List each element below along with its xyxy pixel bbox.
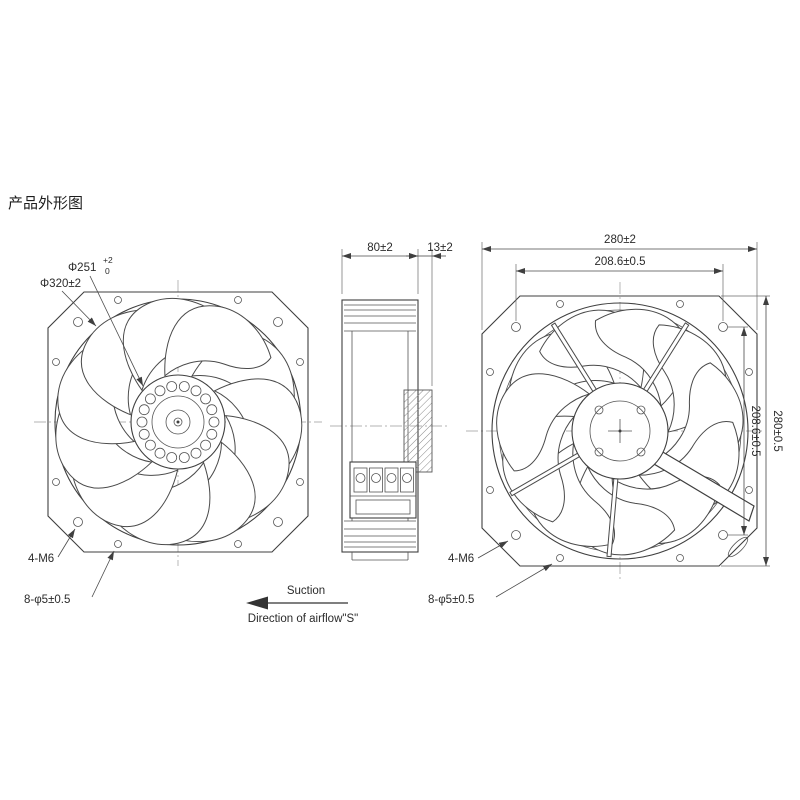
front-inner-dia-leader [89,275,144,387]
front-m6-label: 4-M6 [28,553,54,565]
hub-center-point [176,420,180,424]
terminal-block [349,461,417,519]
side-view: 80±2 13±2 Suction Direction of airflow"S… [246,242,453,625]
rear-mounting-holes-m6 [511,322,728,540]
rear-view: 280±2 208.6±0.5 208.6±0.5 280±0.5 4-M6 8… [428,234,783,606]
front-phi5-leader [91,550,115,598]
hub-bolt-circle [136,381,220,463]
rear-frame [481,295,758,567]
rear-hub [571,382,669,480]
rear-hub-center-point [618,429,622,433]
airflow-annotation: Suction Direction of airflow"S" [246,585,358,625]
front-view: Φ251 +2 0 Φ320±2 4-M6 8-φ5±0.5 [24,255,324,606]
rear-ring-outer [491,302,749,560]
dim-width-text: 280±2 [604,234,636,246]
front-inner-dia-tol-upper: +2 [103,255,113,265]
front-through-holes-phi5 [52,296,304,548]
rear-m6-label: 4-M6 [448,553,474,565]
front-inner-dia-label: Φ251 [68,262,96,274]
page-title: 产品外形图 [8,195,83,212]
rear-through-holes-phi5 [486,300,753,562]
front-phi5-label: 8-φ5±0.5 [24,594,70,606]
hub-center-hole [173,417,183,427]
front-frame [47,291,309,553]
front-inner-dia-tol-lower: 0 [105,266,110,276]
cable-exit-slot [727,536,749,558]
rear-motor-struts [509,322,690,558]
rear-m6-leader [477,540,509,559]
front-m6-leader [57,528,76,558]
front-hub [130,374,226,470]
airflow-direction-label: Direction of airflow"S" [248,613,358,625]
rear-phi5-leader [495,563,553,598]
suction-label: Suction [287,585,325,597]
dim-height-text: 280±0.5 [771,410,783,452]
front-mounting-holes-m6 [73,317,283,527]
front-outer-dia-leader [61,290,97,327]
rear-hub-screws [594,405,646,457]
side-motor-hatch [403,389,433,473]
dim-terminal-text: 13±2 [427,242,453,254]
suction-arrow-head [246,596,268,610]
dim-pitch-v-text: 208.6±0.5 [749,405,761,456]
side-feet [351,552,409,561]
dim-pitch-h-text: 208.6±0.5 [594,256,645,268]
front-outer-dia-label: Φ320±2 [40,278,81,290]
rear-phi5-label: 8-φ5±0.5 [428,594,474,606]
dim-depth-text: 80±2 [367,242,393,254]
